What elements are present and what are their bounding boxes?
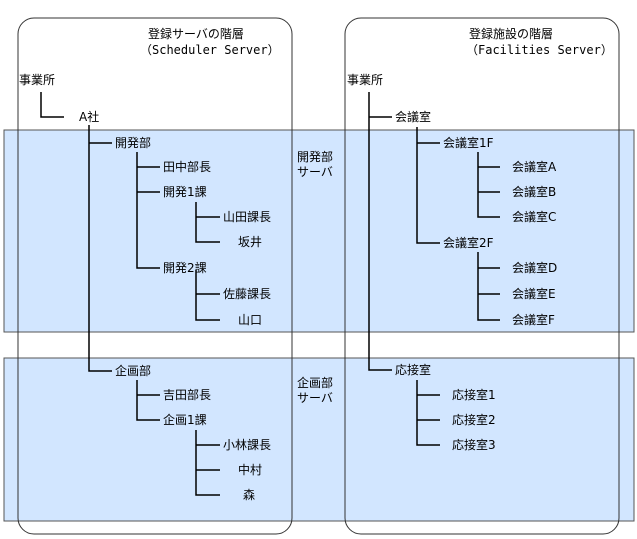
band-label-server: サーバ xyxy=(297,165,333,179)
facility-group-reception: 応接室 xyxy=(395,363,432,377)
facility-group-meeting: 会議室 xyxy=(395,110,432,124)
band-label-development: 開発部 xyxy=(297,150,334,164)
floor-node: 会議室2F xyxy=(443,236,494,250)
band-label-planning: 企画部 xyxy=(297,376,334,390)
room-node: 会議室F xyxy=(512,313,555,327)
right-root-node: 事業所 xyxy=(347,73,384,87)
member-node: 山口 xyxy=(238,313,263,327)
dept-node-planning: 企画部 xyxy=(115,364,152,378)
left-root-node: 事業所 xyxy=(19,73,56,87)
member-node: 坂井 xyxy=(238,235,263,249)
room-node: 会議室D xyxy=(512,261,558,275)
room-node: 会議室A xyxy=(512,160,557,174)
left-panel-frame xyxy=(17,17,293,535)
section-node: 開発1課 xyxy=(163,185,207,199)
room-node: 会議室B xyxy=(512,185,557,199)
member-node: 森 xyxy=(243,488,256,502)
room-node: 会議室E xyxy=(512,287,556,301)
band-development-server xyxy=(3,129,635,333)
section-node: 企画1課 xyxy=(163,413,207,427)
section-node: 開発2課 xyxy=(163,261,207,275)
company-node: A社 xyxy=(79,110,100,124)
right-panel-title: 登録施設の階層 xyxy=(469,27,554,41)
member-node: 小林課長 xyxy=(223,438,272,452)
right-panel-subtitle: （Facilities Server） xyxy=(466,43,613,57)
right-panel-frame xyxy=(344,17,620,535)
member-node: 山田課長 xyxy=(223,210,272,224)
member-node: 佐藤課長 xyxy=(223,287,272,301)
tree-lines xyxy=(40,92,500,496)
band-planning-server xyxy=(3,357,635,522)
member-node: 田中部長 xyxy=(163,160,212,174)
band-label-server: サーバ xyxy=(297,391,333,405)
room-node: 会議室C xyxy=(512,210,557,224)
room-node: 応接室1 xyxy=(452,388,496,402)
floor-node: 会議室1F xyxy=(443,136,494,150)
member-node: 中村 xyxy=(238,463,263,477)
room-node: 応接室2 xyxy=(452,413,496,427)
dept-node-development: 開発部 xyxy=(115,136,152,150)
member-node: 吉田部長 xyxy=(163,388,212,402)
left-panel-title: 登録サーバの階層 xyxy=(148,27,244,41)
left-panel-subtitle: （Scheduler Server） xyxy=(140,43,280,57)
room-node: 応接室3 xyxy=(452,438,496,452)
